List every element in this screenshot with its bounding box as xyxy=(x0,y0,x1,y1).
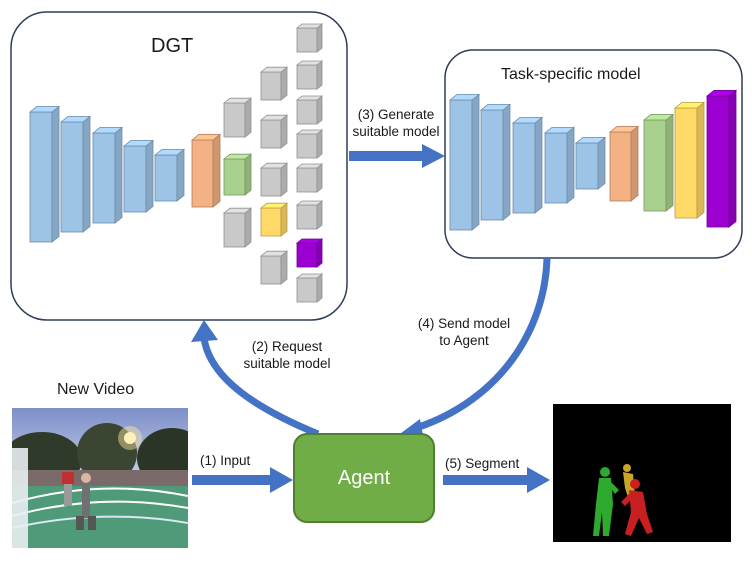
dgt-candidate-block xyxy=(295,163,324,193)
dgt-candidate-block xyxy=(295,60,324,90)
task-decoder-purple-block xyxy=(705,89,738,228)
request-arrowhead xyxy=(191,320,218,342)
generate-label-line1: (3) Generate xyxy=(357,107,435,122)
generate-label-line2: suitable model xyxy=(352,124,440,139)
agent-label: Agent xyxy=(337,466,391,489)
dgt-candidate-block xyxy=(295,95,324,125)
request-label-line2: suitable model xyxy=(243,356,331,371)
segmentation-output xyxy=(553,404,731,542)
dgt-candidate-block xyxy=(295,23,324,53)
dgt-network-blocks xyxy=(28,23,324,303)
segment-arrowhead xyxy=(527,467,550,493)
task-encoder-block xyxy=(448,93,481,231)
dgt-candidate-block xyxy=(295,200,324,230)
task-bottleneck-block xyxy=(608,125,640,202)
dgt-encoder-block xyxy=(28,105,61,243)
task-encoder-block xyxy=(479,103,512,221)
task-decoder-green-block xyxy=(642,113,675,212)
segmented-person-red xyxy=(621,479,653,536)
dgt-candidate-purple-block xyxy=(295,238,324,268)
dgt-candidate-block xyxy=(222,207,253,248)
generate-arrow xyxy=(349,144,445,168)
agent-node: Agent xyxy=(293,433,435,523)
input-arrowhead xyxy=(270,467,293,493)
dgt-encoder-block xyxy=(122,139,155,213)
task-encoder-block xyxy=(574,136,607,190)
input-arrow-shaft xyxy=(192,475,272,485)
request-label: (2) Request suitable model xyxy=(232,338,342,372)
send-model-label-line1: (4) Send model xyxy=(417,316,511,331)
generate-arrow-shaft xyxy=(349,151,423,161)
dgt-candidate-block xyxy=(222,97,253,138)
dgt-candidate-yellow-block xyxy=(259,202,289,237)
segment-label: (5) Segment xyxy=(445,456,520,471)
dgt-candidate-block xyxy=(295,129,324,159)
dgt-title: DGT xyxy=(151,35,194,57)
dgt-candidate-block xyxy=(259,250,289,285)
task-encoder-block xyxy=(543,126,576,204)
dgt-encoder-block xyxy=(153,148,186,202)
segment-arrow-shaft xyxy=(443,475,529,485)
request-label-line1: (2) Request xyxy=(251,339,323,354)
request-arrow xyxy=(200,337,320,438)
send-model-arrow xyxy=(414,257,551,432)
dgt-candidate-green-block xyxy=(222,153,253,196)
dgt-candidate-block xyxy=(259,66,289,101)
task-decoder-yellow-block xyxy=(673,101,706,219)
generate-label: (3) Generate suitable model xyxy=(348,106,444,140)
dgt-candidate-block xyxy=(295,273,324,303)
send-model-label-line2: to Agent xyxy=(439,333,489,348)
dgt-encoder-block xyxy=(59,115,92,233)
send-model-label: (4) Send model to Agent xyxy=(408,315,520,349)
segmented-person-green xyxy=(593,467,619,536)
dgt-encoder-block xyxy=(91,126,124,224)
task-encoder-block xyxy=(511,116,544,214)
task-model-network-blocks xyxy=(448,89,738,231)
dgt-bottleneck-block xyxy=(190,133,222,208)
input-label: (1) Input xyxy=(200,453,251,468)
input-video-thumbnail xyxy=(12,408,188,548)
task-model-title: Task-specific model xyxy=(501,66,641,83)
dgt-candidate-block xyxy=(259,162,289,197)
new-video-title: New Video xyxy=(57,381,135,398)
dgt-candidate-block xyxy=(259,114,289,149)
